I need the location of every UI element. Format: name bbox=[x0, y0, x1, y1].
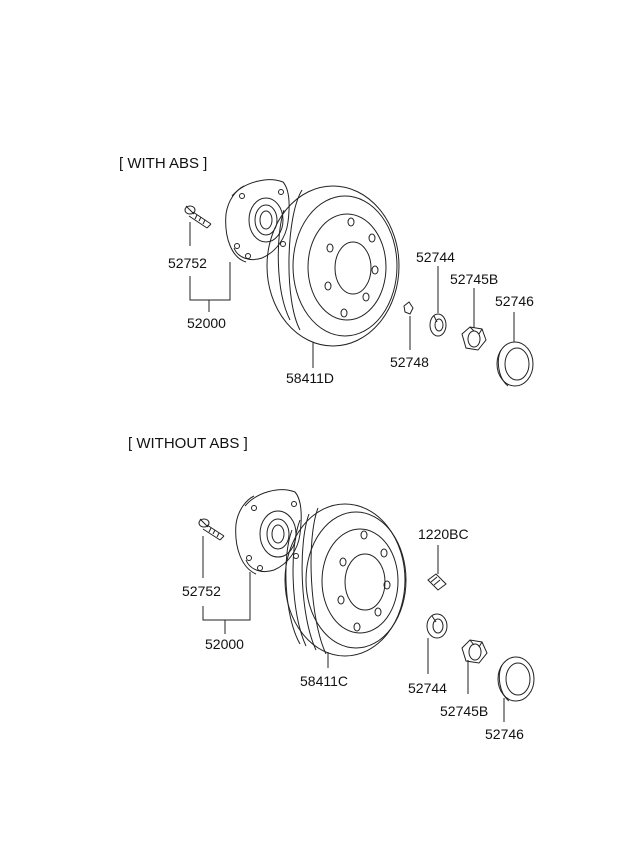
without-abs-title: [ WITHOUT ABS ] bbox=[128, 435, 248, 452]
label-with-abs-washer: 52744 bbox=[416, 249, 455, 265]
screw-illustration bbox=[428, 574, 446, 590]
with-abs-leader-lines bbox=[190, 222, 514, 368]
brake-drum-illustration bbox=[285, 504, 406, 656]
lock-washer-illustration bbox=[430, 314, 446, 336]
label-without-abs-drum: 58411C bbox=[300, 673, 349, 689]
grease-cap-illustration bbox=[497, 342, 533, 386]
without-abs-drawing bbox=[199, 490, 534, 722]
without-abs-leader-lines bbox=[203, 536, 504, 722]
hub-bolt-illustration bbox=[185, 206, 211, 228]
with-abs-title: [ WITH ABS ] bbox=[119, 155, 208, 172]
label-without-abs-cap: 52746 bbox=[485, 726, 524, 742]
brake-disc-illustration bbox=[267, 186, 399, 346]
label-with-abs-nut: 52745B bbox=[450, 271, 499, 287]
hub-nut-illustration-2 bbox=[462, 640, 487, 663]
hub-bolt-illustration-2 bbox=[199, 519, 224, 540]
label-without-abs-screw: 1220BC bbox=[418, 526, 469, 542]
pin-illustration bbox=[404, 302, 413, 314]
label-without-abs-nut: 52745B bbox=[440, 703, 489, 719]
label-with-abs-bolt: 52752 bbox=[168, 255, 207, 271]
label-with-abs-hub: 52000 bbox=[187, 315, 226, 331]
label-with-abs-disc: 58411D bbox=[286, 370, 335, 386]
label-without-abs-hub: 52000 bbox=[205, 636, 244, 652]
label-with-abs-cap: 52746 bbox=[495, 293, 534, 309]
grease-cap-illustration-2 bbox=[498, 657, 534, 701]
lock-washer-illustration-2 bbox=[427, 614, 447, 638]
label-without-abs-bolt: 52752 bbox=[182, 583, 221, 599]
hub-nut-illustration bbox=[462, 327, 486, 350]
wheel-hub-illustration bbox=[226, 180, 289, 262]
label-without-abs-washer: 52744 bbox=[408, 680, 447, 696]
label-with-abs-pin: 52748 bbox=[390, 354, 429, 370]
with-abs-drawing bbox=[185, 180, 533, 386]
